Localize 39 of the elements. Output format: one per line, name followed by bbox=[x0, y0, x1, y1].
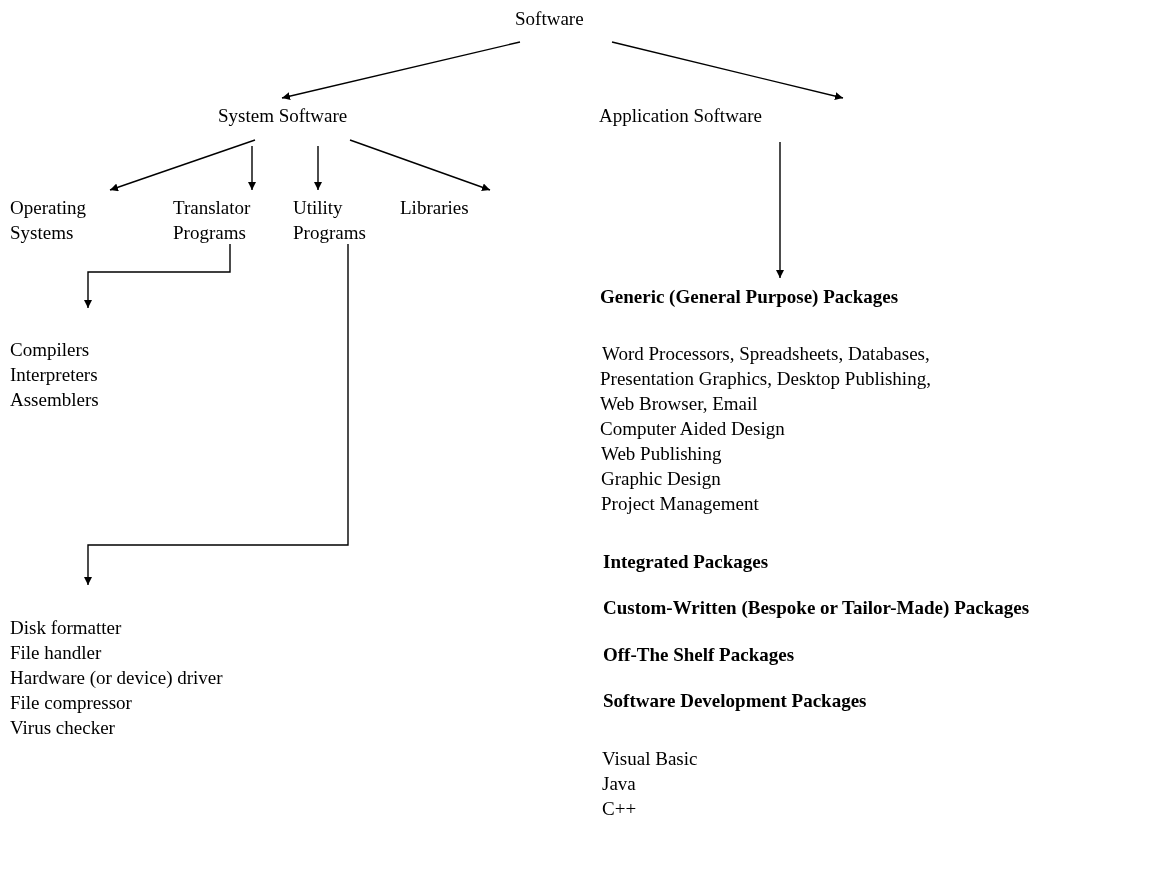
list-item: File compressor bbox=[10, 691, 133, 715]
list-item: Assemblers bbox=[10, 388, 99, 412]
category-label: Utility Programs bbox=[293, 195, 373, 245]
list-item: Word Processors, Spreadsheets, Databases, bbox=[602, 342, 930, 366]
list-item: Web Publishing bbox=[601, 442, 722, 466]
arrow bbox=[776, 141, 784, 279]
arrow bbox=[314, 145, 322, 191]
arrow bbox=[349, 139, 491, 192]
arrow bbox=[611, 41, 844, 100]
list-item: Compilers bbox=[10, 338, 91, 362]
list-item: Web Browser, Email bbox=[600, 392, 758, 416]
list-item: Interpreters bbox=[10, 363, 99, 387]
category-heading: Integrated Packages bbox=[603, 550, 769, 574]
list-item: Disk formatter bbox=[10, 616, 123, 640]
list-item: Presentation Graphics, Desktop Publishing, bbox=[600, 367, 931, 391]
arrow bbox=[109, 139, 256, 192]
list-item: Java bbox=[602, 772, 636, 796]
category-label: Application Software bbox=[599, 103, 763, 128]
arrow bbox=[248, 145, 256, 191]
list-item: Virus checker bbox=[10, 716, 116, 740]
list-item: C++ bbox=[602, 797, 637, 821]
arrow bbox=[84, 243, 349, 586]
category-heading: Software Development Packages bbox=[603, 689, 867, 713]
arrow bbox=[281, 41, 521, 101]
category-label: Translator Programs bbox=[173, 195, 285, 245]
list-item: Visual Basic bbox=[602, 747, 698, 771]
category-label: Libraries bbox=[400, 195, 469, 220]
category-label: Generic (General Purpose) Packages bbox=[600, 284, 899, 309]
category-heading: Custom-Written (Bespoke or Tailor-Made) Packages bbox=[603, 596, 1030, 620]
list-item: Graphic Design bbox=[601, 467, 721, 491]
arrow bbox=[84, 243, 231, 309]
list-item: File handler bbox=[10, 641, 103, 665]
list-item: Hardware (or device) driver bbox=[10, 666, 223, 690]
category-label: Operating Systems bbox=[10, 195, 120, 245]
category-heading: Off-The Shelf Packages bbox=[603, 643, 795, 667]
category-label: Software bbox=[515, 6, 584, 31]
list-item: Project Management bbox=[601, 492, 759, 516]
category-label: System Software bbox=[218, 103, 348, 128]
list-item: Computer Aided Design bbox=[600, 417, 785, 441]
